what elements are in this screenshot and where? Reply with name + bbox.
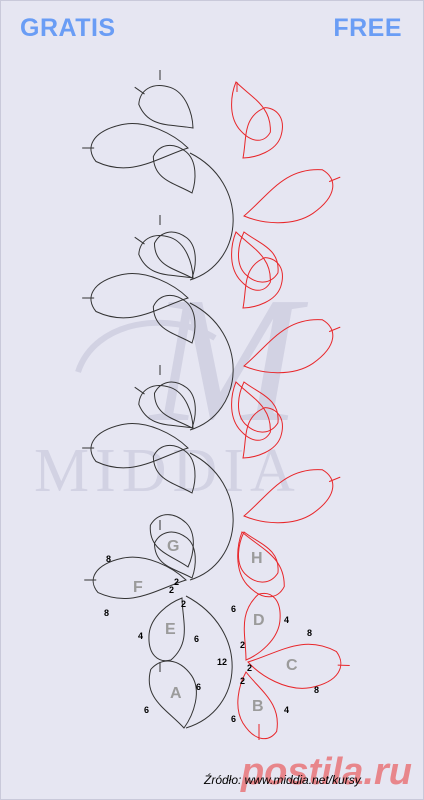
black-ring-lower-1	[152, 294, 196, 344]
header-free: FREE	[333, 14, 402, 42]
count-f-join-top: 2	[174, 577, 179, 587]
black-chain-0	[189, 152, 234, 281]
count-e-right: 6	[194, 634, 199, 644]
red-ring-side-2	[243, 469, 334, 524]
red-ring-upper-0	[242, 107, 283, 159]
black-ring-g	[149, 514, 194, 568]
black-ring-top-1-picot	[134, 236, 145, 245]
count-a-right: 6	[196, 682, 201, 692]
count-join-2: 2	[247, 663, 252, 673]
count-c-bottom: 8	[314, 685, 319, 695]
count-e-left: 4	[138, 631, 143, 641]
count-f-bottom: 8	[104, 608, 109, 618]
label-e: E	[165, 621, 176, 638]
count-f-top: 8	[106, 554, 111, 564]
red-ring-side-0	[243, 169, 334, 224]
count-a-left: 6	[144, 705, 149, 715]
label-c: C	[286, 657, 298, 674]
black-ring-side-2	[90, 423, 189, 469]
red-ring-lower-0	[237, 231, 279, 283]
black-ring-top-1	[138, 235, 194, 279]
count-join-1: 2	[240, 640, 245, 650]
red-ring-b	[237, 671, 278, 740]
black-ring-side-1	[90, 273, 189, 319]
source-credit: Źródło: www.middia.net/kursy	[204, 773, 361, 787]
label-g: G	[167, 538, 179, 555]
label-d: D	[253, 612, 265, 629]
red-ring-d	[243, 592, 281, 661]
count-a-inner: 12	[217, 657, 227, 667]
label-a: A	[170, 685, 182, 702]
black-chain-1	[189, 302, 234, 431]
black-chain-bottom	[185, 595, 233, 729]
black-ring-e	[148, 597, 185, 662]
red-ring-side-2-picot	[328, 476, 341, 483]
red-ring-upper-2	[242, 407, 283, 459]
stitch-counts: 8 8 2 2 2 4 6 12 6 6 6 4 8 8 2 2 2 6 4	[104, 554, 319, 724]
black-ring-bottom-2	[153, 531, 196, 579]
black-ring-lower-0	[152, 144, 196, 194]
red-ring-side-1	[243, 319, 334, 374]
count-e-top: 2	[181, 599, 186, 609]
red-ring-top-1	[231, 231, 271, 291]
black-ring-lower-2	[152, 444, 196, 494]
red-rings-group	[231, 81, 350, 740]
black-rings-group	[82, 70, 234, 729]
count-d-right: 4	[284, 615, 289, 625]
black-ring-bottom-0	[153, 231, 196, 279]
count-d-left: 6	[231, 604, 236, 614]
red-ring-h	[237, 531, 285, 598]
red-ring-c	[247, 643, 342, 689]
red-ring-upper-1	[242, 257, 283, 309]
red-ring-lower-1	[237, 381, 279, 433]
label-f: F	[133, 579, 143, 596]
black-ring-top-2	[138, 385, 194, 429]
black-ring-a	[148, 660, 197, 729]
count-f-join-mid: 2	[169, 585, 174, 595]
red-ring-lower-2	[237, 531, 279, 583]
black-ring-bottom-1	[153, 381, 196, 429]
count-b-right: 4	[284, 705, 289, 715]
label-b: B	[252, 698, 264, 715]
black-ring-top-0	[138, 85, 194, 129]
black-chain-2	[189, 452, 234, 581]
red-ring-top-0	[231, 81, 271, 141]
count-join-3: 2	[240, 676, 245, 686]
watermark-text: MIDDIA	[34, 437, 301, 505]
red-ring-side-1-picot	[328, 326, 341, 333]
black-ring-top-2-picot	[134, 386, 145, 395]
postila-logo: postila.ru	[240, 751, 412, 793]
red-ring-side-0-picot	[328, 176, 341, 183]
ring-labels: A B C D E F G H	[133, 538, 298, 715]
black-ring-top-0-picot	[134, 86, 145, 95]
black-ring-side-0	[90, 123, 189, 169]
header-gratis: GRATIS	[20, 14, 116, 42]
count-b-left: 6	[231, 714, 236, 724]
count-c-top: 8	[307, 628, 312, 638]
watermark-monogram-letter: M	[147, 260, 309, 459]
label-h: H	[251, 550, 263, 567]
red-ring-top-2	[231, 381, 271, 441]
black-ring-f	[92, 556, 187, 600]
watermark-swirl	[75, 319, 217, 374]
